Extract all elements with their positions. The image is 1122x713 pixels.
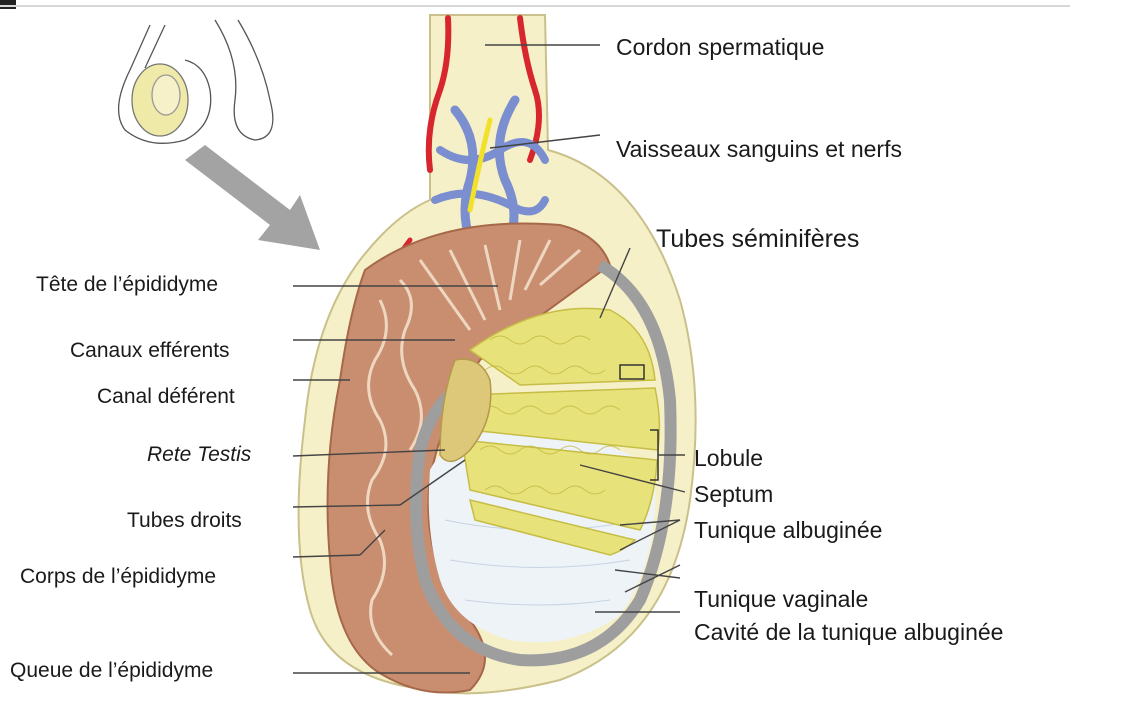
label-rete-testis: Rete Testis (147, 444, 251, 465)
label-cordon-spermatique: Cordon spermatique (616, 36, 824, 59)
label-canaux-efferents: Canaux efférents (70, 340, 230, 361)
label-tubes-seminiferes: Tubes séminifères (656, 227, 859, 252)
label-corps-epididyme: Corps de l’épididyme (20, 566, 216, 587)
corner-mark (0, 0, 16, 9)
label-tunique-albuginee: Tunique albuginée (694, 519, 882, 542)
label-vaisseaux: Vaisseaux sanguins et nerfs (616, 138, 902, 161)
label-septum: Septum (694, 483, 773, 506)
label-lobule: Lobule (694, 447, 763, 470)
label-tete-epididyme: Tête de l’épididyme (36, 274, 218, 295)
inset-body-drawing (119, 20, 273, 143)
label-tubes-droits: Tubes droits (127, 510, 242, 531)
label-cavite: Cavité de la tunique albuginée (694, 621, 1003, 644)
label-canal-deferent: Canal déférent (97, 386, 235, 407)
label-queue-epididyme: Queue de l’épididyme (10, 660, 213, 681)
zoom-arrow (185, 145, 320, 250)
label-tunique-vaginale: Tunique vaginale (694, 588, 868, 611)
